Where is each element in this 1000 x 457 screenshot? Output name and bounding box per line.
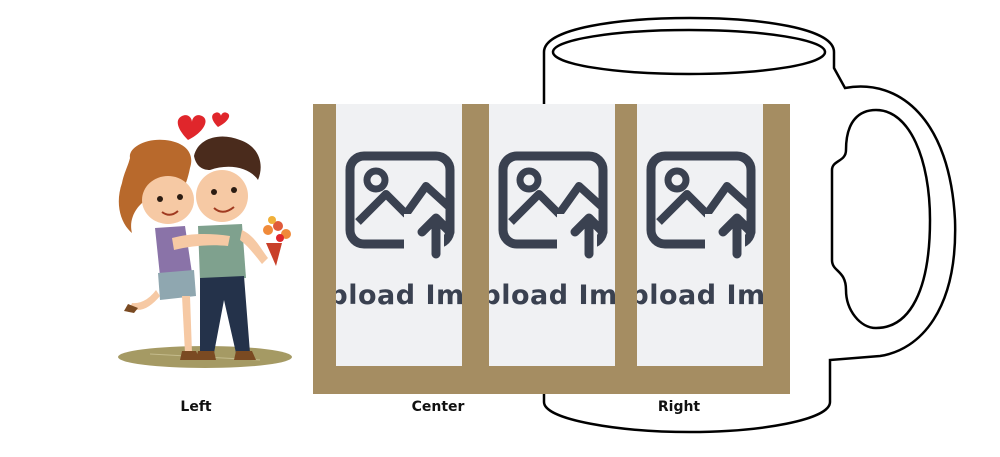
position-label-left: Left	[180, 399, 212, 415]
print-area-frame: Upload Image Upload Image Upload Image	[313, 104, 790, 394]
image-upload-icon	[345, 151, 455, 259]
heart-icon	[177, 115, 206, 140]
upload-slot-right[interactable]: Upload Image	[637, 104, 763, 366]
image-upload-icon	[646, 151, 756, 259]
position-label-center: Center	[411, 399, 465, 415]
upload-slot-text: Upload Image	[336, 280, 462, 311]
upload-slot-center[interactable]: Upload Image	[489, 104, 615, 366]
image-upload-icon	[498, 151, 608, 259]
upload-slot-left[interactable]: Upload Image	[336, 104, 462, 366]
position-label-right: Right	[657, 399, 701, 415]
upload-slot-text: Upload Image	[489, 280, 615, 311]
heart-icon	[212, 112, 230, 127]
couple-illustration	[118, 112, 292, 368]
upload-slot-text: Upload Image	[637, 280, 763, 311]
